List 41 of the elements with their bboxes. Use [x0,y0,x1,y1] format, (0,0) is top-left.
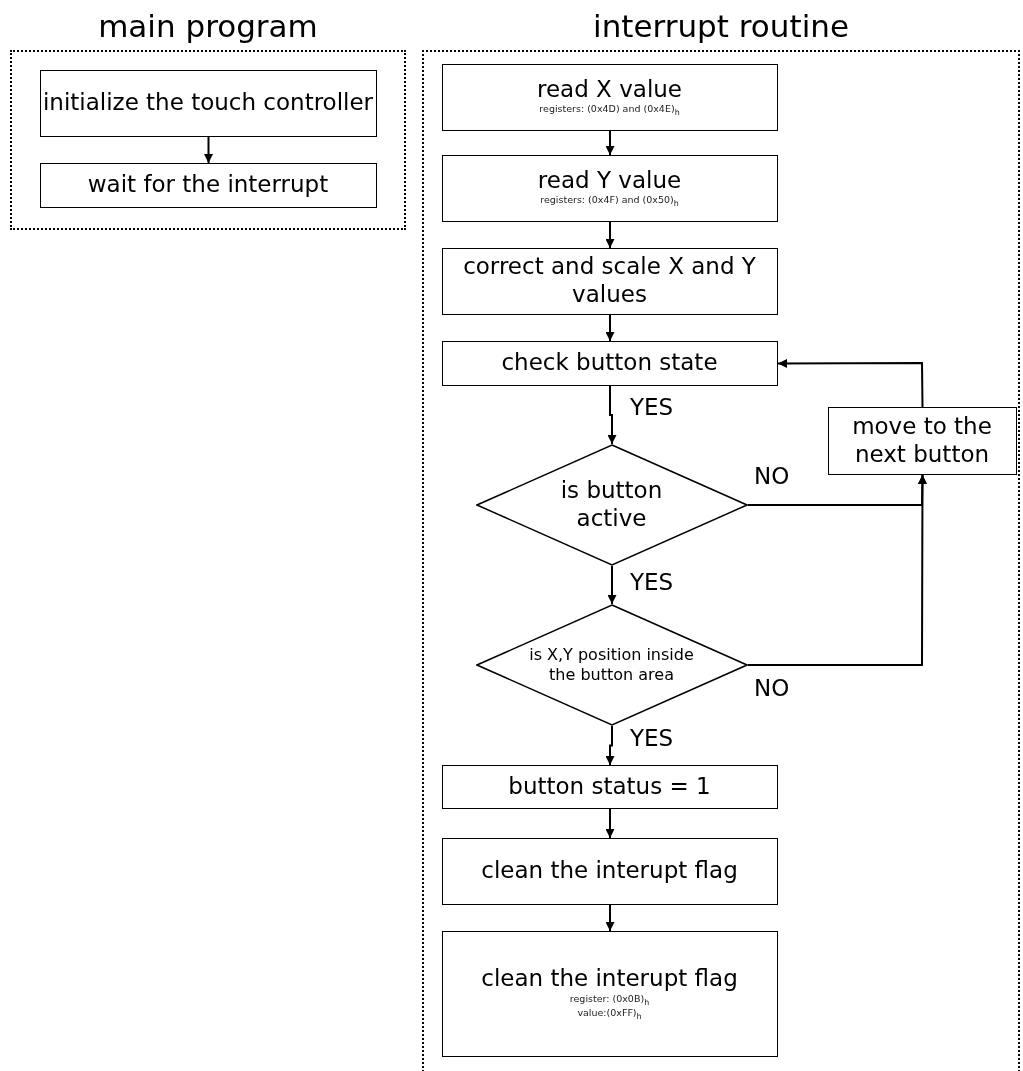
arrow [607,385,617,445]
process-box [827,406,1017,475]
process-box [441,247,778,315]
step-text: check button state [501,349,718,377]
arrow [607,565,617,605]
group-title: interrupt routine [592,8,850,44]
arrow [204,136,213,164]
step-text: correct and scale X and Y values [462,253,757,309]
process-box [441,930,778,1057]
process-box [441,154,778,222]
process-box [39,162,377,208]
arrow [605,130,615,156]
step-text: is button active [559,476,664,533]
step-text: wait for the interrupt [87,171,329,199]
register-note: registers: (0x4D) and (0x4E)$_{h}$ [539,103,680,119]
step-text: initialize the touch controller [42,89,374,117]
step-text: read Y value [537,166,682,195]
decision-diamond [475,603,748,726]
process-box [441,340,778,386]
step-text: move to the next button [851,412,993,469]
register-note: register: (0x0B)$_{h}$ [569,992,650,1008]
step-text: clean the interupt flag [481,857,738,885]
step-text: button status = 1 [508,772,711,801]
process-box [441,764,778,809]
arrow [747,474,927,666]
step-text: is X,Y position inside the button area [528,644,695,685]
process-box [441,63,778,131]
process-box [441,837,778,905]
arrow [605,725,615,766]
register-note: registers: (0x4F) and (0x50)$_{h}$ [540,194,679,210]
process-box [39,69,377,137]
arrow [605,904,615,932]
decision-diamond [475,443,748,566]
group-title: main program [97,8,319,44]
arrow [605,314,615,342]
arrow [605,221,615,249]
step-text: read X value [537,75,682,104]
arrow [605,808,615,839]
register-note: value:(0xFF)$_{h}$ [577,1007,642,1023]
arrow [777,358,924,408]
step-text: clean the interupt flag [481,964,738,993]
